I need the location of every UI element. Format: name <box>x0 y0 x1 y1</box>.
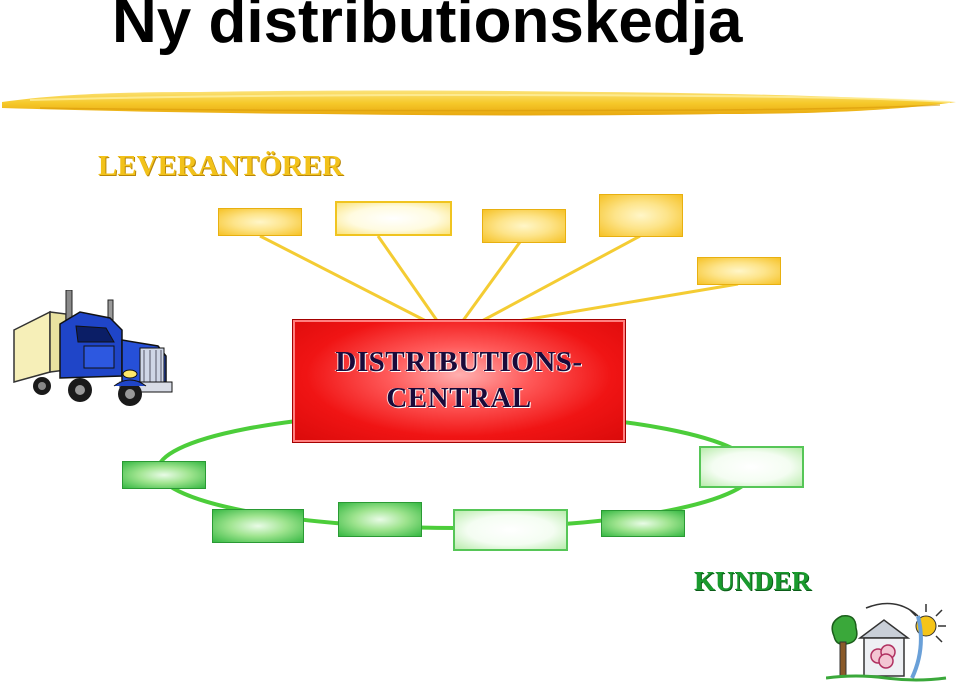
slide-title: Ny distributionskedja <box>112 0 743 56</box>
customer-box <box>212 509 304 543</box>
truck-icon <box>13 290 173 406</box>
customers-label: KUNDER <box>694 566 812 596</box>
supplier-box <box>697 257 781 285</box>
distribution-center-line2: CENTRAL <box>386 382 532 414</box>
suppliers-label: LEVERANTÖRER <box>98 150 343 182</box>
supplier-box <box>335 201 452 236</box>
customer-box <box>601 510 685 537</box>
customer-box <box>338 502 422 537</box>
supplier-box <box>218 208 302 236</box>
supplier-links <box>259 234 739 324</box>
house-sun-icon <box>826 602 947 682</box>
customer-box <box>122 461 206 489</box>
brush-stroke-divider <box>2 90 956 116</box>
supplier-box <box>599 194 683 237</box>
customer-box <box>699 446 804 488</box>
distribution-center-label: DISTRIBUTIONS- CENTRAL <box>293 344 625 416</box>
supplier-box <box>482 209 566 243</box>
customer-box <box>453 509 568 551</box>
distribution-center-box: DISTRIBUTIONS- CENTRAL <box>292 319 626 443</box>
distribution-center-line1: DISTRIBUTIONS- <box>335 346 583 378</box>
